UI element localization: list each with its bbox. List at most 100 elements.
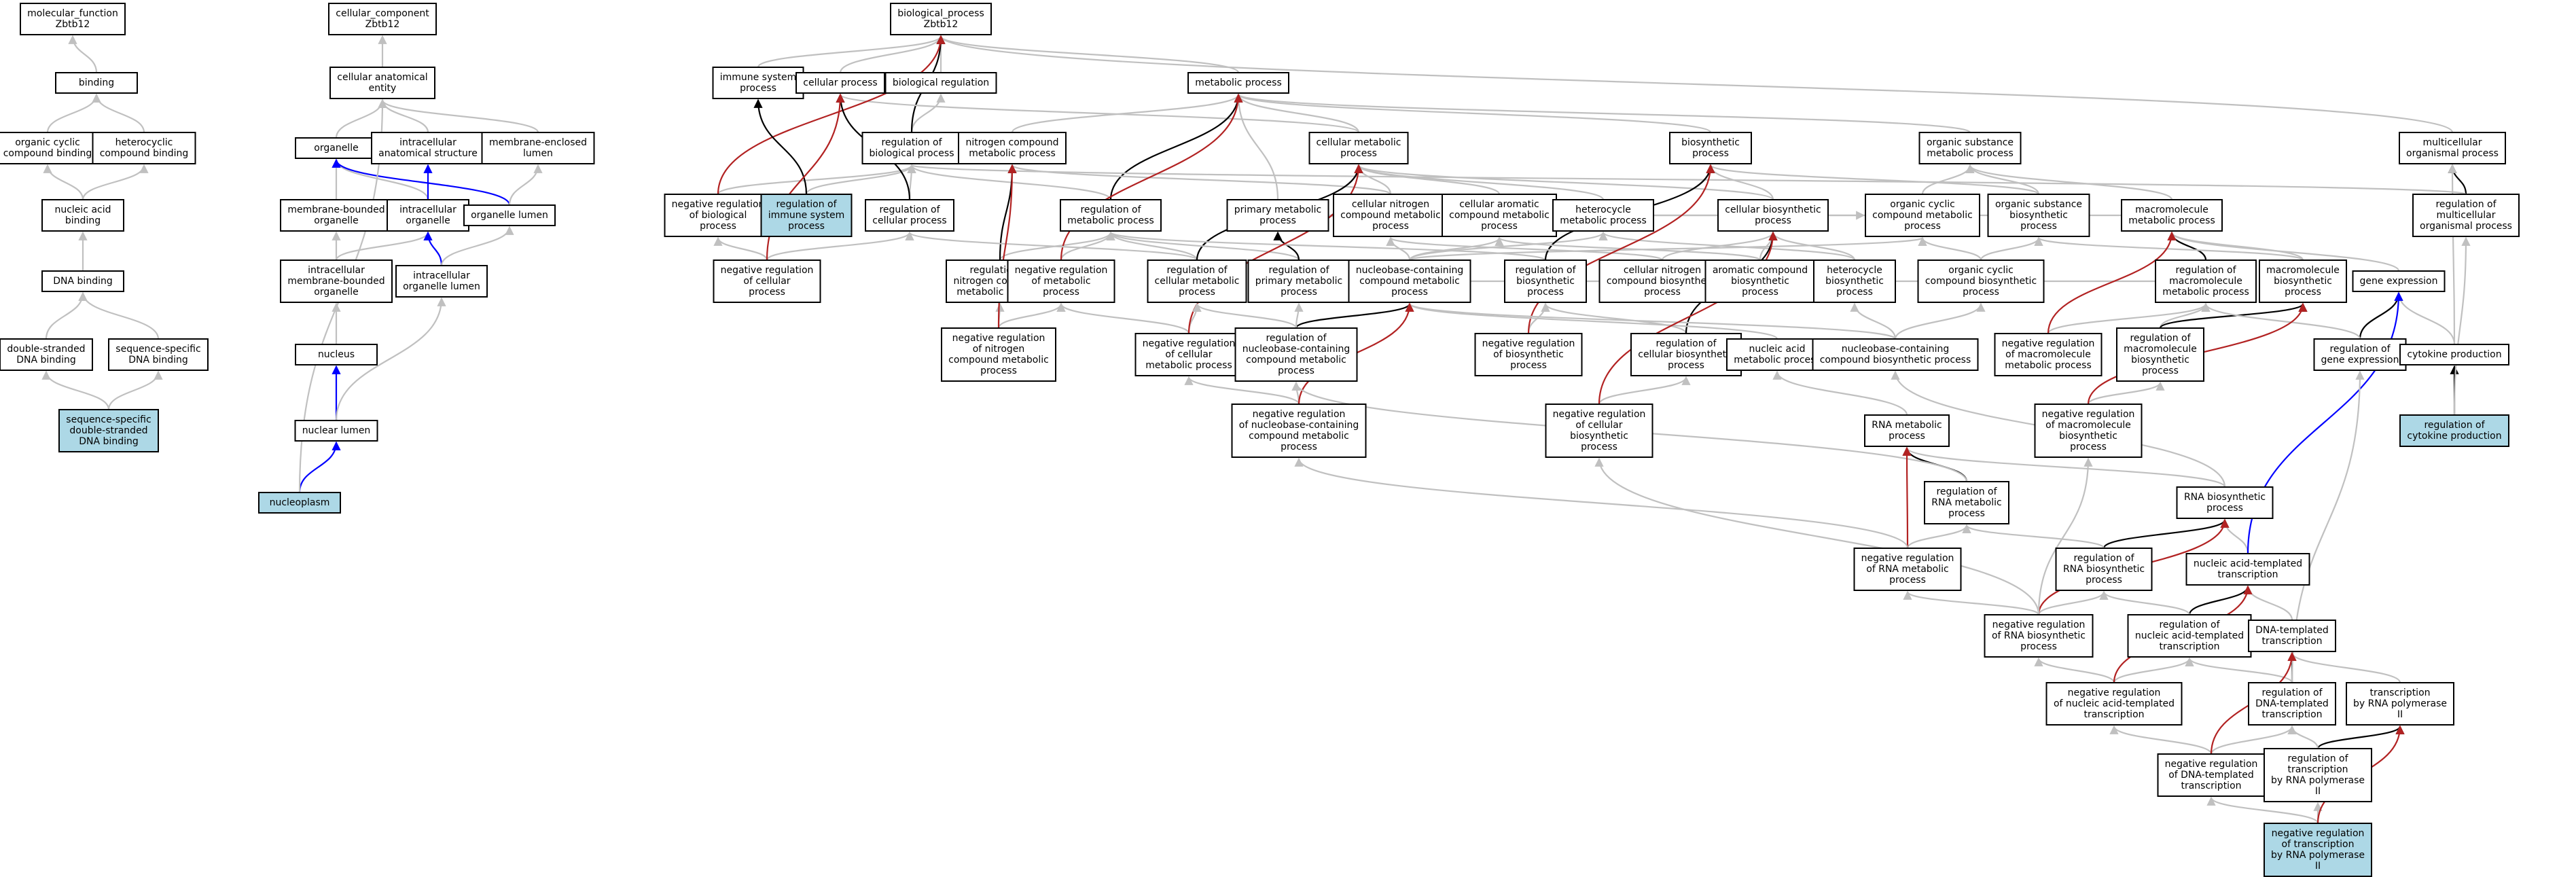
term-box <box>1007 259 1115 303</box>
term-node-organelle-lumen[interactable]: organelle lumen <box>463 204 556 226</box>
term-label-line: of biological <box>690 210 747 221</box>
term-label-line: process <box>1527 287 1564 298</box>
term-box <box>2399 414 2509 447</box>
term-node-nucleus[interactable]: nucleus <box>295 344 378 365</box>
term-label-line: regulation of <box>1656 338 1717 349</box>
edge-is-a <box>713 236 768 261</box>
term-label-line: compound metabolic <box>1872 210 1973 221</box>
term-node-nucleoplasm[interactable]: nucleoplasm <box>258 492 341 514</box>
term-node-nuclear-lumen[interactable]: nuclear lumen <box>294 420 378 442</box>
term-node-organelle[interactable]: organelle <box>295 137 378 159</box>
term-label-line: negative regulation <box>952 333 1045 344</box>
term-node-cellular-process[interactable]: cellular process <box>795 72 885 94</box>
term-node-gene-expression[interactable]: gene expression <box>2352 270 2446 292</box>
edge-is-a <box>1408 231 1608 261</box>
term-node-biological-regulation[interactable]: biological regulation <box>884 72 997 94</box>
term-label-line: biosynthetic <box>1681 137 1740 148</box>
term-node-reg-macromolecule-bp[interactable]: regulation ofmacromoleculebiosyntheticpr… <box>2116 327 2204 382</box>
term-node-cytokine-production[interactable]: cytokine production <box>2399 344 2509 365</box>
term-node-reg-nucleobase-containing-compound-mp[interactable]: regulation ofnucleobase-containingcompou… <box>1234 327 1358 382</box>
term-node-dna-binding[interactable]: DNA binding <box>41 270 124 292</box>
term-node-metabolic-process[interactable]: metabolic process <box>1187 72 1289 94</box>
edge-is-a <box>1906 524 1971 549</box>
term-node-binding[interactable]: binding <box>55 72 138 94</box>
